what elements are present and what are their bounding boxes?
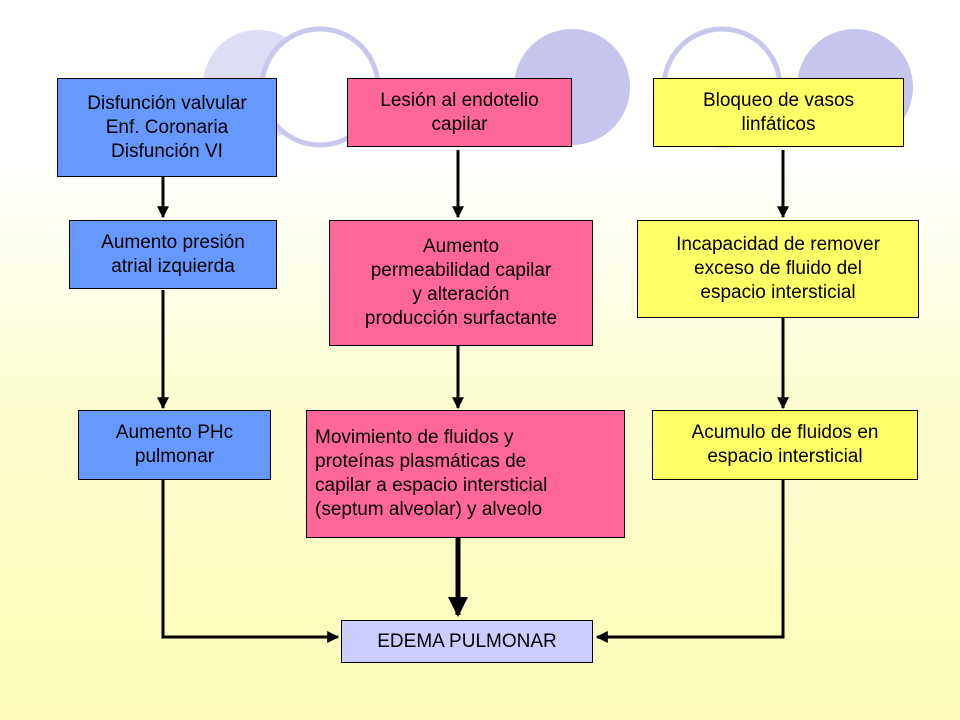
box-aumento-presion-atrial: Aumento presión atrial izquierda — [69, 220, 277, 289]
box-acumulo-fluidos: Acumulo de fluidos en espacio interstici… — [652, 410, 918, 480]
connector-b7-b10 — [161, 480, 340, 643]
box-bloqueo-vasos: Bloqueo de vasos linfáticos — [653, 78, 904, 147]
box-edema-pulmonar: EDEMA PULMONAR — [341, 620, 593, 663]
box-aumento-permeabilidad: Aumento permeabilidad capilar y alteraci… — [329, 220, 593, 346]
box-incapacidad-remover: Incapacidad de remover exceso de fluido … — [637, 220, 919, 318]
box-disfuncion-valvular: Disfunción valvular Enf. Coronaria Disfu… — [57, 78, 277, 177]
connector-b9-b10 — [595, 480, 785, 643]
box-aumento-phc: Aumento PHc pulmonar — [78, 410, 271, 480]
box-lesion-endotelio: Lesión al endotelio capilar — [347, 78, 572, 147]
box-movimiento-fluidos: Movimiento de fluidos y proteínas plasmá… — [306, 410, 625, 538]
